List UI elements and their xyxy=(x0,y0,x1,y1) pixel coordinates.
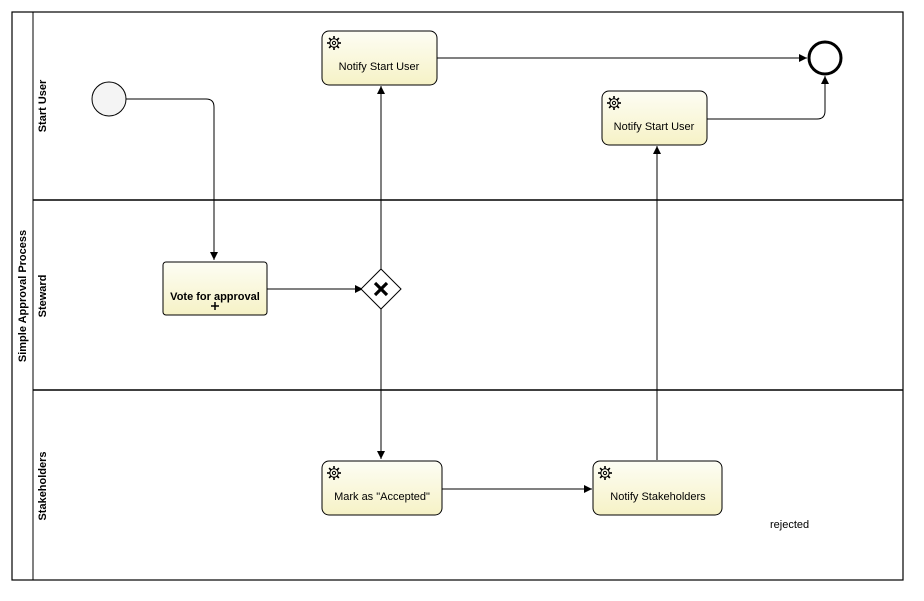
subprocess-vote-for-approval[interactable]: Vote for approval xyxy=(162,261,268,316)
rejected-label: rejected xyxy=(770,519,809,531)
exclusive-gateway-x-icon xyxy=(373,281,389,297)
task-mark-accepted[interactable]: Mark as "Accepted" xyxy=(321,460,443,516)
lane-label-steward: Steward xyxy=(37,275,49,318)
flow-start-to-vote[interactable] xyxy=(126,98,218,260)
task-label: Notify Start User xyxy=(339,61,420,73)
task-label: Notify Stakeholders xyxy=(610,491,706,503)
pool-border xyxy=(11,11,904,581)
plus-icon xyxy=(211,302,219,310)
flow-notify-start-user-to-end[interactable] xyxy=(707,76,829,120)
subprocess-label: Vote for approval xyxy=(170,291,260,303)
task-label: Mark as "Accepted" xyxy=(334,491,430,503)
end-event[interactable] xyxy=(807,40,843,76)
exclusive-gateway[interactable] xyxy=(360,268,402,310)
task-label: Notify Start User xyxy=(614,121,695,133)
task-notify-start-user-top[interactable]: Notify Start User xyxy=(321,30,438,86)
lane-label-stakeholders: Stakeholders xyxy=(37,451,49,520)
lane-label-start-user: Start User xyxy=(37,79,49,132)
start-event[interactable] xyxy=(91,81,127,117)
task-notify-start-user-mid[interactable]: Notify Start User xyxy=(601,90,708,146)
pool-label: Simple Approval Process xyxy=(17,230,29,362)
task-notify-stakeholders[interactable]: Notify Stakeholders xyxy=(592,460,723,516)
